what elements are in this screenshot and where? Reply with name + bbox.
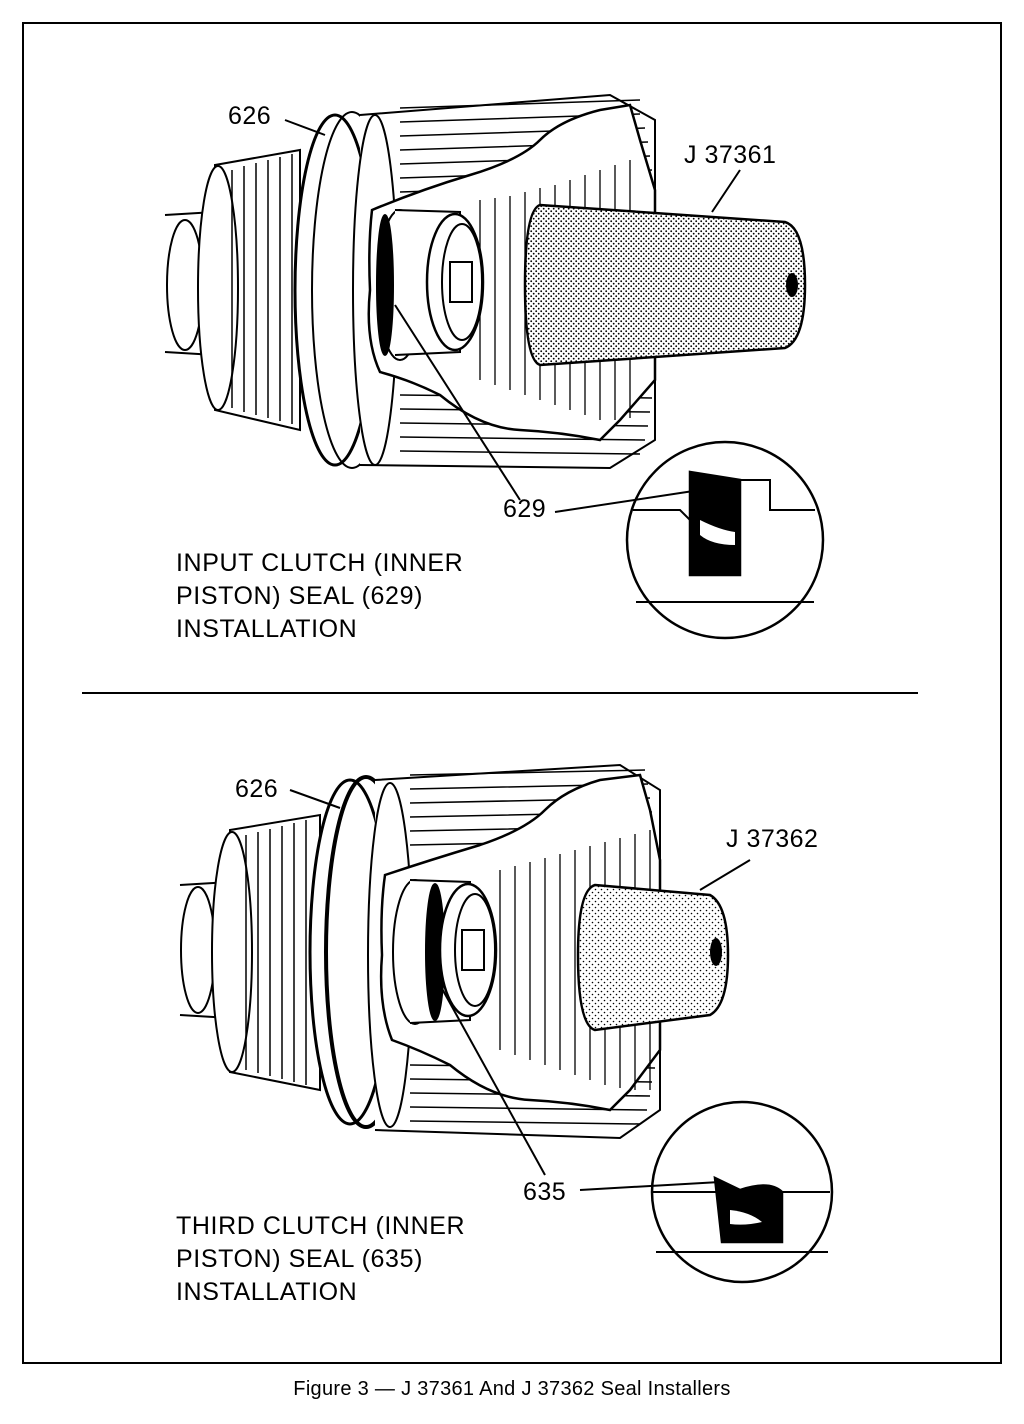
label-j37361: J 37361 bbox=[684, 141, 777, 169]
label-629: 629 bbox=[503, 495, 547, 523]
section-divider bbox=[82, 692, 918, 694]
hub-gear-teeth bbox=[231, 154, 293, 424]
hub-gear-teeth-2 bbox=[245, 820, 307, 1085]
label-626-top: 626 bbox=[228, 102, 272, 130]
seal-detail-circle-629 bbox=[625, 440, 825, 640]
tool-j37361 bbox=[523, 203, 807, 367]
figure-caption: Figure 3 — J 37361 And J 37362 Seal Inst… bbox=[293, 1378, 731, 1400]
third-clutch-assembly bbox=[179, 763, 662, 1140]
tool-j37362 bbox=[576, 883, 730, 1032]
bottom-leader-lines bbox=[289, 789, 751, 1191]
figure-frame bbox=[22, 22, 1002, 1364]
label-j37362: J 37362 bbox=[726, 825, 819, 853]
label-635: 635 bbox=[523, 1178, 567, 1206]
caption-third-clutch: THIRD CLUTCH (INNER PISTON) SEAL (635) I… bbox=[176, 1212, 466, 1306]
top-leader-lines bbox=[284, 119, 741, 513]
seal-detail-circle-635 bbox=[650, 1100, 834, 1284]
inner-piston-seal-629 bbox=[376, 214, 394, 356]
caption-input-clutch: INPUT CLUTCH (INNER PISTON) SEAL (629) I… bbox=[176, 549, 464, 643]
label-626-bottom: 626 bbox=[235, 775, 279, 803]
